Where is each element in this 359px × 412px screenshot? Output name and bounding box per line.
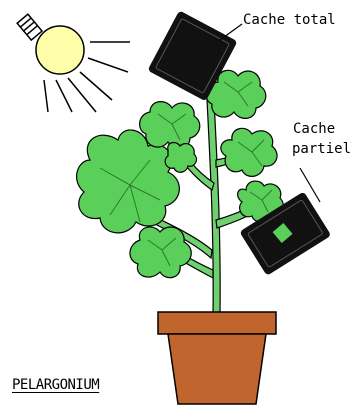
cache-total-label: Cache total bbox=[243, 12, 336, 28]
cache-partiel-label-line2: partiel bbox=[292, 141, 351, 157]
flower-pot bbox=[158, 312, 276, 404]
light-bulb-icon bbox=[17, 14, 130, 112]
cache-partiel-label-line1: Cache bbox=[293, 121, 335, 137]
plant-name-label: PELARGONIUM bbox=[12, 377, 99, 393]
